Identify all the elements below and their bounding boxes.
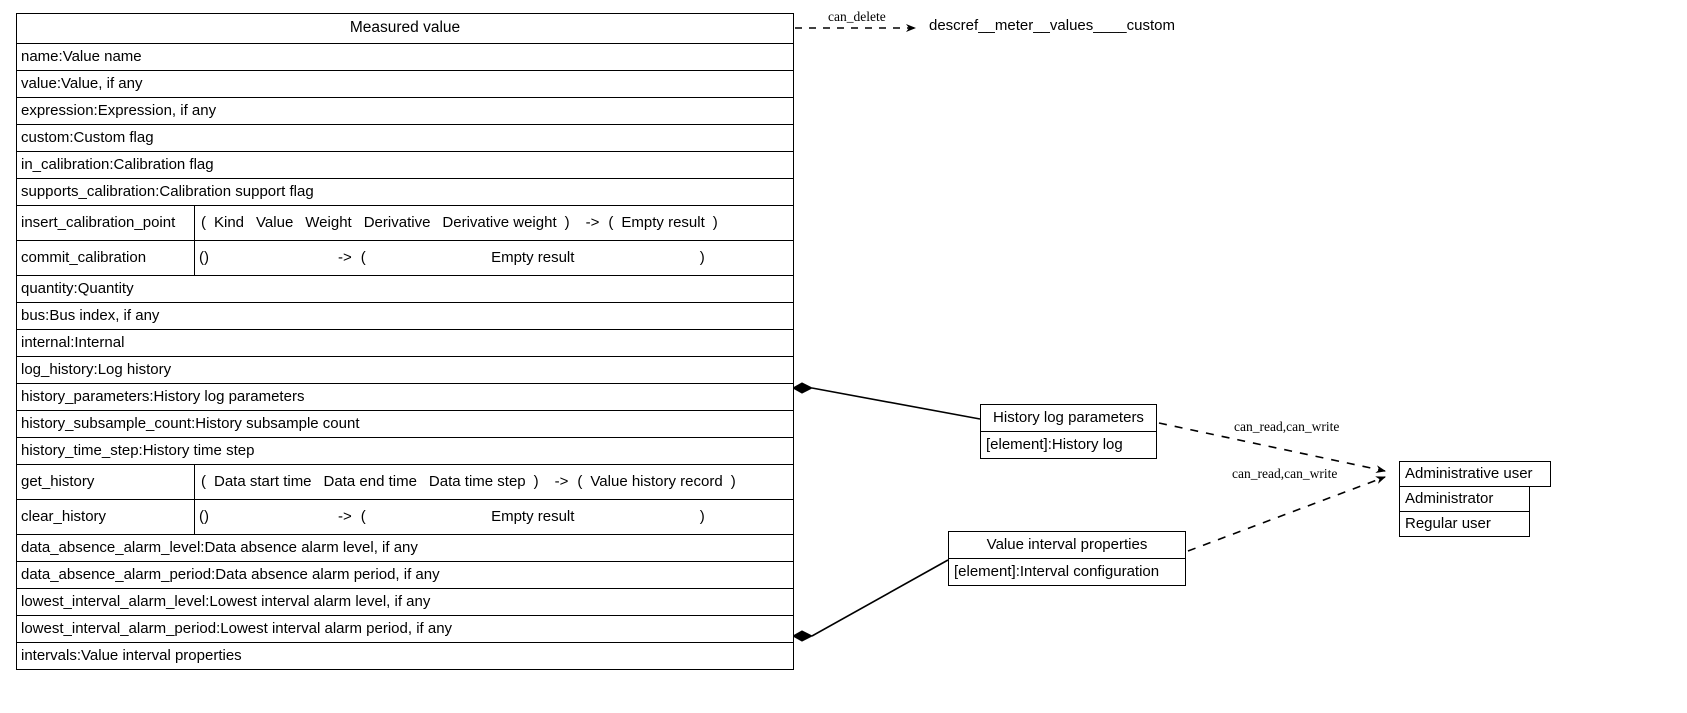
return-open-paren: ( — [360, 507, 366, 525]
node-item: Regular user — [1399, 512, 1530, 537]
class-attribute-row: lowest_interval_alarm_period:Lowest inte… — [17, 615, 793, 643]
class-attribute-row: data_absence_alarm_level:Data absence al… — [17, 534, 793, 562]
class-node-administrative-user[interactable]: Administrative user Administrator Regula… — [1399, 461, 1551, 537]
class-node-value-interval-properties[interactable]: Value interval properties [element]:Inte… — [948, 531, 1186, 586]
class-attribute-row: history_time_step:History time step — [17, 437, 793, 465]
class-attribute-row: quantity:Quantity — [17, 275, 793, 303]
return-open-paren: ( — [577, 472, 583, 490]
edge-intervals — [791, 559, 949, 642]
signature-close-paren: ) — [533, 472, 539, 490]
method-name: commit_calibration — [17, 240, 195, 275]
class-method-row: commit_calibration () -> ( Empty result … — [17, 240, 793, 276]
class-attribute-row: log_history:Log history — [17, 356, 793, 384]
class-attribute-row: intervals:Value interval properties — [17, 642, 793, 669]
class-attribute-row: data_absence_alarm_period:Data absence a… — [17, 561, 793, 589]
class-attribute-row: supports_calibration:Calibration support… — [17, 178, 793, 206]
class-attribute-row: expression:Expression, if any — [17, 97, 793, 125]
class-attribute-row: internal:Internal — [17, 329, 793, 357]
return-open-paren: ( — [608, 213, 614, 231]
signature-arrow: -> — [338, 248, 352, 266]
method-return: Empty result — [621, 213, 705, 231]
signature-open-paren: ( — [201, 213, 206, 231]
method-args-empty: () — [199, 507, 209, 525]
node-descref-meter-values-custom[interactable]: descref__meter__values____custom — [929, 17, 1175, 34]
return-close-paren: ) — [699, 248, 705, 266]
method-arg: Data end time — [323, 472, 417, 490]
class-attribute-row: name:Value name — [17, 43, 793, 71]
node-header: History log parameters — [981, 405, 1156, 432]
method-arg: Data time step — [428, 472, 526, 490]
signature-close-paren: ) — [564, 213, 570, 231]
signature-arrow: -> — [585, 213, 600, 231]
method-signature: ( Data start time Data end time Data tim… — [195, 465, 793, 499]
node-item: [element]:Interval configuration — [954, 563, 1160, 580]
class-method-row: get_history ( Data start time Data end t… — [17, 464, 793, 500]
class-attribute-row: value:Value, if any — [17, 70, 793, 98]
method-signature: () -> ( Empty result ) — [195, 500, 793, 534]
node-item: [element]:History log — [986, 436, 1123, 453]
class-attribute-row: in_calibration:Calibration flag — [17, 151, 793, 179]
class-attribute-row: lowest_interval_alarm_level:Lowest inter… — [17, 588, 793, 616]
return-close-paren: ) — [699, 507, 705, 525]
node-item: Administrator — [1399, 487, 1530, 512]
method-arg: Data start time — [214, 472, 312, 490]
node-header: Administrative user — [1399, 461, 1551, 487]
class-node-history-log-parameters[interactable]: History log parameters [element]:History… — [980, 404, 1157, 459]
method-return: Value history record — [590, 472, 723, 490]
return-close-paren: ) — [712, 213, 718, 231]
return-close-paren: ) — [730, 472, 736, 490]
method-name: clear_history — [17, 499, 195, 534]
class-method-row: clear_history () -> ( Empty result ) — [17, 499, 793, 535]
class-method-row: insert_calibration_point ( Kind Value We… — [17, 205, 793, 241]
edge-label-can-delete: can_delete — [828, 9, 886, 24]
signature-arrow: -> — [338, 507, 352, 525]
method-arg: Weight — [305, 213, 352, 231]
edge-can-read-write-intervals — [1187, 476, 1386, 552]
signature-arrow: -> — [554, 472, 569, 490]
method-signature: () -> ( Empty result ) — [195, 241, 793, 275]
method-arg: Kind — [214, 213, 245, 231]
method-return: Empty result — [491, 507, 575, 525]
class-title-row: Measured value — [17, 14, 793, 44]
return-open-paren: ( — [360, 248, 366, 266]
method-arg: Value — [256, 213, 294, 231]
method-name: insert_calibration_point — [17, 205, 195, 240]
class-node-measured-value[interactable]: Measured value name:Value name value:Val… — [16, 13, 794, 670]
method-arg: Derivative — [363, 213, 431, 231]
class-attribute-row: bus:Bus index, if any — [17, 302, 793, 330]
method-arg: Derivative weight — [442, 213, 557, 231]
edge-label-can-read-can-write: can_read,can_write — [1232, 466, 1338, 481]
class-attribute-row: history_parameters:History log parameter… — [17, 383, 793, 411]
edge-label-can-read-can-write: can_read,can_write — [1234, 419, 1340, 434]
node-header: Value interval properties — [949, 532, 1185, 559]
method-args-empty: () — [199, 248, 209, 266]
edge-history-parameters — [791, 382, 981, 420]
method-name: get_history — [17, 464, 195, 499]
method-return: Empty result — [491, 248, 575, 266]
class-attribute-row: custom:Custom flag — [17, 124, 793, 152]
class-attribute-row: history_subsample_count:History subsampl… — [17, 410, 793, 438]
class-title: Measured value — [349, 19, 461, 36]
method-signature: ( Kind Value Weight Derivative Derivativ… — [195, 206, 793, 240]
signature-open-paren: ( — [201, 472, 206, 490]
